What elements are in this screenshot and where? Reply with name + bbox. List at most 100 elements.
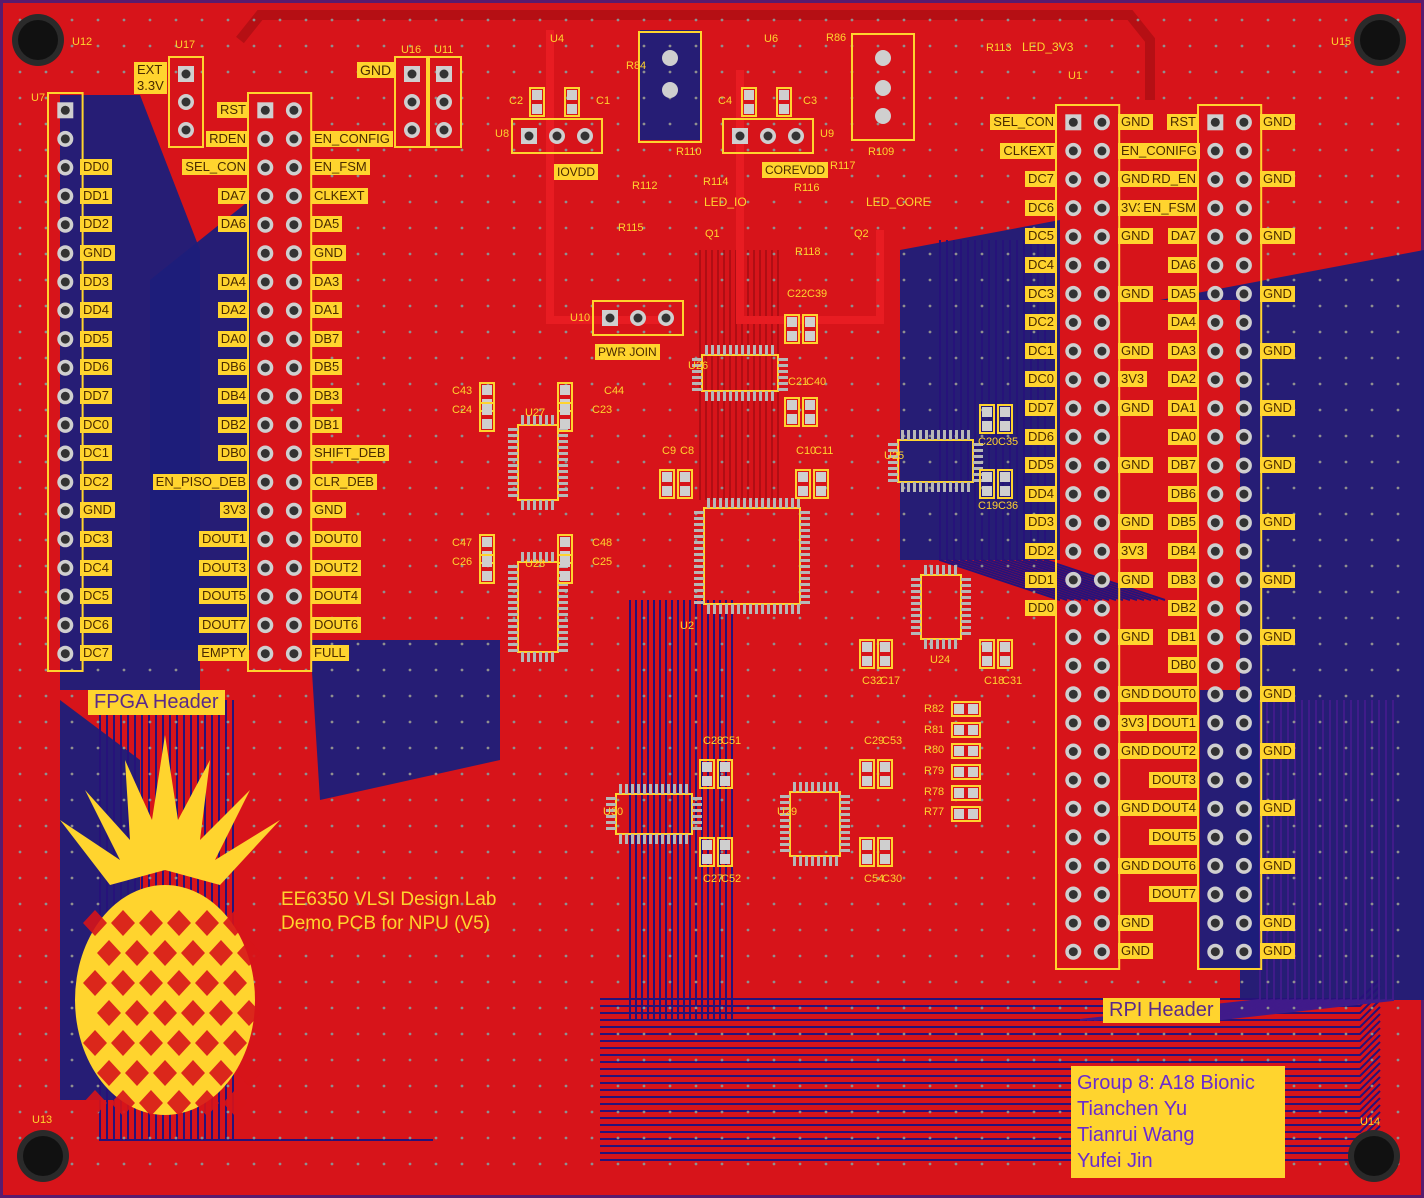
via-748-1086	[746, 1084, 750, 1088]
via-20-514	[18, 512, 22, 516]
pineapple-scale-1-4	[209, 940, 233, 966]
via-644-826	[642, 824, 646, 828]
via-306-878	[304, 876, 308, 880]
via-254-930	[252, 928, 256, 932]
via-410-1034	[408, 1032, 412, 1036]
via-800-748	[798, 746, 802, 750]
reg-r110-pad1	[662, 50, 678, 66]
fpga-j-right-label-18: DOUT6	[311, 616, 362, 633]
via-72-748	[70, 746, 74, 750]
via-254-1138	[252, 1136, 256, 1140]
via-280-852	[278, 850, 282, 854]
via-514-1164	[512, 1162, 516, 1166]
via-800-1112	[798, 1110, 802, 1114]
u2-qfp-pin-left-12	[694, 583, 704, 586]
via-1346-176	[1344, 174, 1348, 178]
via-462-1138	[460, 1136, 464, 1140]
via-514-1034	[512, 1032, 516, 1036]
via-696-20	[694, 18, 698, 22]
via-98-748	[96, 746, 100, 750]
u30-tssop-pin-top-8	[667, 784, 670, 794]
via-176-20	[174, 18, 178, 22]
via-826-228	[824, 226, 828, 230]
cap-26-pad-a	[862, 762, 872, 772]
u10-header-drill-0-2	[661, 313, 671, 323]
u1-header-outline	[1055, 104, 1121, 970]
via-930-982	[928, 980, 932, 984]
via-826-540	[824, 538, 828, 542]
u1-right-label-14: GND	[1118, 514, 1153, 531]
pineapple-scale-3-5	[237, 1000, 261, 1026]
via-1190-46	[1188, 44, 1192, 48]
via-1372-436	[1370, 434, 1374, 438]
rpi-j-right-label-2: GND	[1260, 171, 1295, 188]
via-488-488	[486, 486, 490, 490]
via-1008-332	[1006, 330, 1010, 334]
rpi-j-header-drill-17-0	[1210, 604, 1220, 613]
u30-tssop-pin-right-3	[692, 815, 702, 818]
via-826-774	[824, 772, 828, 776]
via-1086-72	[1084, 70, 1088, 74]
via-592-488	[590, 486, 594, 490]
via-488-592	[486, 590, 490, 594]
via-1086-982	[1084, 980, 1088, 984]
u30-tssop-pin-top-0	[619, 784, 622, 794]
u17-header-drill-0-0	[181, 69, 191, 79]
via-670-722	[668, 720, 672, 724]
ref-c26: C26	[452, 556, 473, 568]
fpga-j-header-drill-2-1	[289, 163, 299, 172]
via-306-1008	[304, 1006, 308, 1010]
via-1086-1008	[1084, 1006, 1088, 1010]
via-982-696	[980, 694, 984, 698]
via-800-98	[798, 96, 802, 100]
via-904-956	[902, 954, 906, 958]
via-1008-592	[1006, 590, 1010, 594]
fpga-j-right-label-17: DOUT4	[311, 588, 362, 605]
cap-28-pad-a	[702, 840, 712, 850]
via-46-488	[44, 486, 48, 490]
via-1060-72	[1058, 70, 1062, 74]
via-1346-774	[1344, 772, 1348, 776]
via-722-280	[720, 278, 724, 282]
via-982-826	[980, 824, 984, 828]
pineapple-scale-1-5	[237, 940, 261, 966]
cap-23	[997, 639, 1013, 669]
via-124-774	[122, 772, 126, 776]
via-488-254	[486, 252, 490, 256]
via-1086-20	[1084, 18, 1088, 22]
fpga-j-left-label-0: RST	[217, 102, 249, 118]
via-566-514	[564, 512, 568, 516]
via-1294-280	[1292, 278, 1296, 282]
via-488-1086	[486, 1084, 490, 1088]
via-800-150	[798, 148, 802, 152]
trace-u1-left-10	[1009, 240, 1131, 601]
via-1294-826	[1292, 824, 1296, 828]
via-696-72	[694, 70, 698, 74]
via-774-332	[772, 330, 776, 334]
via-540-410	[538, 408, 542, 412]
via-46-332	[44, 330, 48, 334]
u1-right-label-6: GND	[1118, 285, 1153, 302]
u28-tssop-pin-bot-1	[527, 652, 530, 662]
ref-c53: C53	[882, 735, 903, 747]
tag-pwr-join: PWR JOIN	[595, 344, 660, 360]
cap-14-pad-a	[798, 472, 808, 482]
u27-tssop-pin-bot-4	[545, 500, 548, 510]
via-410-358	[408, 356, 412, 360]
cap-25	[717, 759, 733, 789]
pineapple-scale-3-0	[97, 1000, 121, 1026]
via-826-358	[824, 356, 828, 360]
via-72-20	[70, 18, 74, 22]
u28-tssop-pin-top-2	[533, 552, 536, 562]
via-774-852	[772, 850, 776, 854]
u2-qfp-pin-left-1	[694, 517, 704, 520]
via-514-1138	[512, 1136, 516, 1140]
cap-15-pad-a	[816, 472, 826, 482]
via-202-670	[200, 668, 204, 672]
u30-tssop-pin-top-4	[643, 784, 646, 794]
pineapple-scale-2-2	[139, 970, 163, 996]
via-436-1138	[434, 1136, 438, 1140]
reg-r110-pad2	[662, 82, 678, 98]
cap-10-pad-a	[787, 400, 797, 410]
via-904-46	[902, 44, 906, 48]
